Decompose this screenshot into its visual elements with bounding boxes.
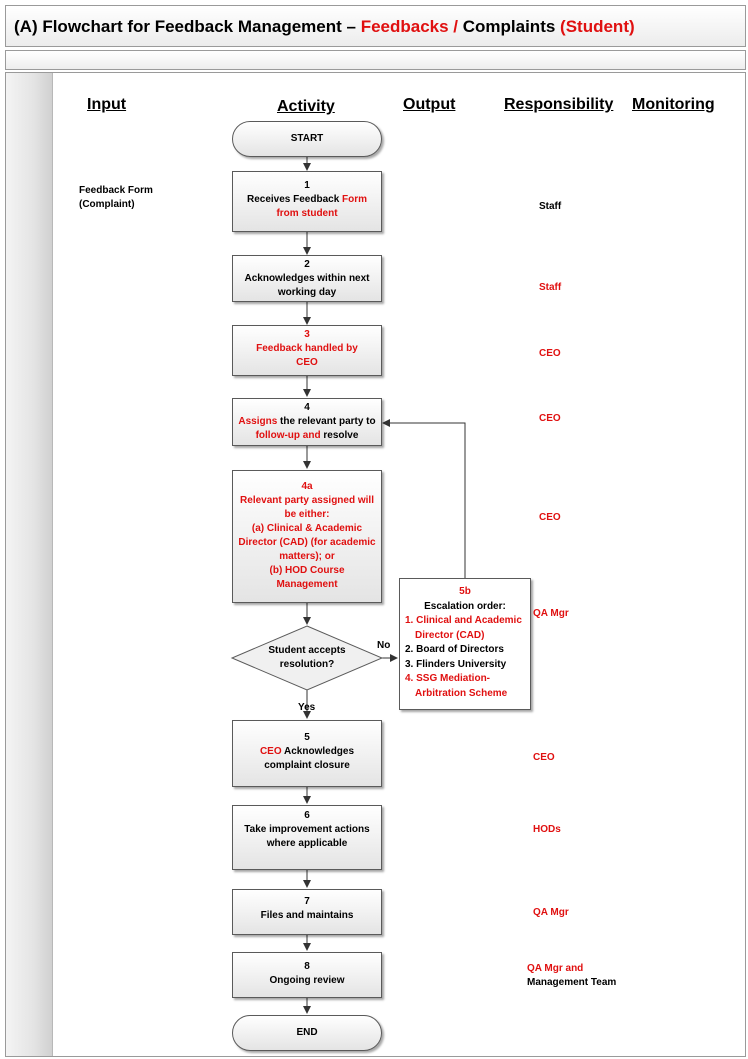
step-4a-line3: (a) Clinical & Academic [251,523,363,534]
step-1-text-b: Form [342,194,368,205]
column-input: Input [87,96,127,113]
step-3-number: 3 [304,329,310,340]
step-1-text-a: Receives Feedback [246,194,343,205]
step-4a-line7: Management [276,579,338,590]
resp-step-4a: CEO [539,512,561,523]
step-3-text-b: CEO [296,357,318,368]
title-prefix: (A) Flowchart for Feedback Management – [14,17,361,36]
resp-step-8-line2: Management Team [527,977,617,988]
escalation-list: 1. Clinical and Academic Director (CAD) … [400,614,530,701]
resp-step-6: HODs [533,824,561,835]
escalation-number: 5b [459,586,471,597]
title-bar: (A) Flowchart for Feedback Management – … [5,5,746,47]
step-7-number: 7 [304,896,310,907]
step-5-number: 5 [304,732,310,743]
decision-diamond [230,625,384,691]
step-1-number: 1 [304,180,310,191]
column-responsibility: Responsibility [504,96,614,113]
title-student: (Student) [560,17,635,36]
no-label: No [377,640,391,651]
yes-label: Yes [298,702,316,713]
step-6-text-b: where applicable [266,838,348,849]
input-note-line2: (Complaint) [79,199,135,210]
step-4a-line4: Director (CAD) (for academic [238,537,376,548]
decision-text: Student accepts resolution? [247,644,367,672]
step-5-text-b: Acknowledges [281,746,355,757]
title-feedbacks: Feedbacks [360,17,449,36]
escalation-box: 5b Escalation order: 1. Clinical and Aca… [399,578,531,710]
resp-step-3: CEO [539,348,561,359]
step-7-box: 7 Files and maintains [232,889,382,935]
title-slash: / [448,17,463,36]
step-7-text-a: Files and maintains [260,910,354,921]
step-4-box: 4 Assigns the relevant party to follow-u… [232,398,382,446]
step-8-number: 8 [304,961,310,972]
flowchart-panel [5,72,746,1057]
step-4-text-d: resolve [320,430,359,441]
step-4a-line6: (b) HOD Course [269,565,345,576]
resp-step-5: CEO [533,752,555,763]
step-6-number: 6 [304,810,310,821]
step-8-box: 8 Ongoing review [232,952,382,998]
input-note: Feedback Form (Complaint) [79,184,153,212]
column-activity: Activity [277,98,335,115]
decision-text-b: resolution? [279,659,335,670]
decision-text-a: Student accepts [268,645,346,656]
step-4a-number: 4a [301,481,313,492]
escalation-heading: Escalation order: [424,600,506,612]
step-4-text-a: Assigns [238,416,278,427]
step-3-box: 3 Feedback handled by CEO [232,325,382,376]
step-8-text-a: Ongoing review [269,975,345,986]
step-4a-box: 4a Relevant party assigned will be eithe… [232,470,382,603]
step-1-text-c: from student [276,208,338,219]
escalation-item-4: 4. SSG Mediation-Arbitration Scheme [405,673,508,699]
step-4-number: 4 [304,402,310,413]
page-title: (A) Flowchart for Feedback Management – … [14,17,635,37]
step-4a-line2: be either: [284,509,330,520]
step-3-text-a: Feedback handled by [256,343,358,354]
step-5-text-c: complaint closure [264,760,350,771]
resp-step-4: CEO [539,413,561,424]
resp-step-8: QA Mgr and Management Team [527,962,616,990]
resp-step-5b: QA Mgr [533,608,569,619]
step-4a-line5: matters); or [279,551,335,562]
escalation-item-3: 3. Flinders University [405,658,507,670]
resp-step-1: Staff [539,201,562,212]
input-note-line1: Feedback Form [79,185,153,196]
title-complaints: Complaints [462,17,561,36]
escalation-item-2: 2. Board of Directors [405,644,504,655]
resp-step-7: QA Mgr [533,907,569,918]
step-5-box: 5 CEO Acknowledges complaint closure [232,720,382,787]
step-1-box: 1 Receives Feedback Form from student [232,171,382,232]
step-6-text-a: Take improvement actions [244,824,370,835]
column-monitoring: Monitoring [632,96,715,113]
start-terminal: START [232,121,382,157]
resp-step-2: Staff [539,282,562,293]
end-terminal: END [232,1015,382,1051]
step-2-number: 2 [304,259,310,270]
step-4-text-c: follow-up and [255,430,321,441]
left-strip [6,73,53,1056]
start-label: START [290,133,324,144]
escalation-item-1: 1. Clinical and Academic Director (CAD) [405,615,522,641]
step-2-box: 2 Acknowledges within next working day [232,255,382,302]
column-output: Output [403,96,456,113]
step-2-text-b: working day [277,287,337,298]
step-2-text-a: Acknowledges within next [244,273,370,284]
header-band [5,50,746,70]
resp-step-8-line1: QA Mgr and [527,963,584,974]
step-5-text-a: CEO [259,746,282,757]
arrow-5b-4 [382,419,466,578]
step-4a-line1: Relevant party assigned will [240,495,374,506]
end-label: END [296,1027,318,1038]
step-6-box: 6 Take improvement actions where applica… [232,805,382,870]
step-4-text-b: the relevant party to [277,416,376,427]
